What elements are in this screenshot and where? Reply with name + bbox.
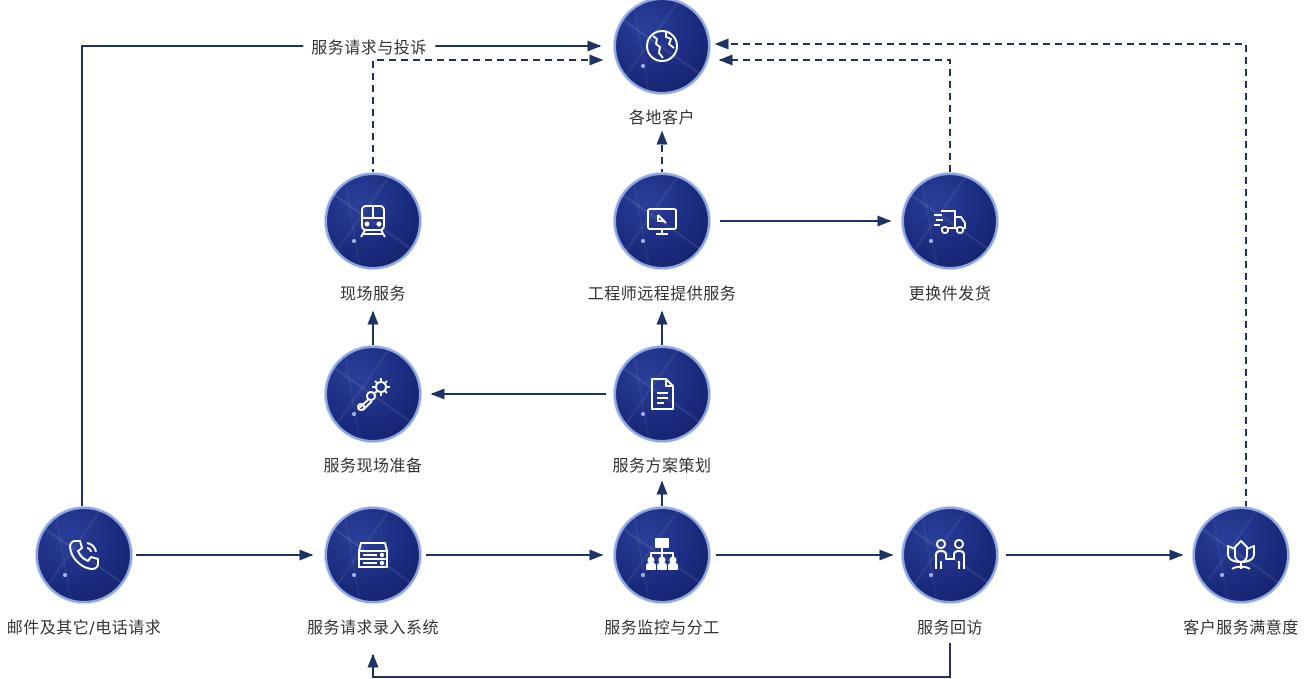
node-dot [641, 412, 645, 416]
label-request: 邮件及其它/电话请求 [6, 618, 162, 637]
node-dot [929, 573, 933, 577]
edge-onsite-to-customers [372, 54, 604, 176]
label-entry-system: 服务请求录入系统 [306, 618, 440, 637]
node-customers [614, 0, 710, 94]
label-satisfaction: 客户服务满意度 [1183, 618, 1299, 637]
phone-icon [69, 540, 99, 570]
node-service-plan [614, 346, 710, 442]
node-dot [641, 64, 645, 68]
node-onsite-prep [325, 346, 421, 442]
node-remote-service [614, 173, 710, 269]
monitor-icon [647, 208, 677, 235]
gears-icon [357, 378, 390, 411]
node-dot [352, 412, 356, 416]
node-dot [352, 573, 356, 577]
label-service-plan: 服务方案策划 [612, 456, 712, 475]
train-icon [360, 205, 386, 238]
label-replace-ship: 更换件发货 [908, 284, 992, 303]
node-dot [63, 573, 67, 577]
node-satisfaction [1193, 507, 1289, 603]
edge-ship-to-customers [718, 54, 951, 172]
edge-request-to-customers [81, 40, 602, 508]
truck-icon [934, 210, 966, 234]
label-follow-up: 服务回访 [916, 618, 984, 637]
label-onsite-prep: 服务现场准备 [323, 456, 423, 475]
node-entry-system [325, 507, 421, 603]
org-chart-icon [646, 538, 678, 570]
label-customers: 各地客户 [628, 108, 696, 127]
node-dot [929, 239, 933, 243]
node-monitor-assign [614, 507, 710, 603]
node-dot [641, 239, 645, 243]
node-dot [1220, 573, 1224, 577]
node-request [36, 507, 132, 603]
node-replace-ship [902, 173, 998, 269]
server-icon [358, 542, 388, 568]
node-follow-up [902, 507, 998, 603]
label-onsite-service: 现场服务 [339, 284, 407, 303]
node-dot [352, 239, 356, 243]
globe-icon [646, 30, 678, 62]
label-remote-service: 工程师远程提供服务 [587, 284, 737, 303]
label-monitor-assign: 服务监控与分工 [604, 618, 720, 637]
lotus-icon [1227, 540, 1255, 570]
edge-satisfaction-to-customers [714, 38, 1247, 508]
node-dot [641, 573, 645, 577]
document-icon [651, 378, 674, 410]
edge-label-complaint: 服务请求与投诉 [303, 34, 435, 58]
node-onsite-service [325, 173, 421, 269]
edge-followup-loop-to-entry [367, 643, 951, 678]
people-icon [935, 539, 965, 569]
